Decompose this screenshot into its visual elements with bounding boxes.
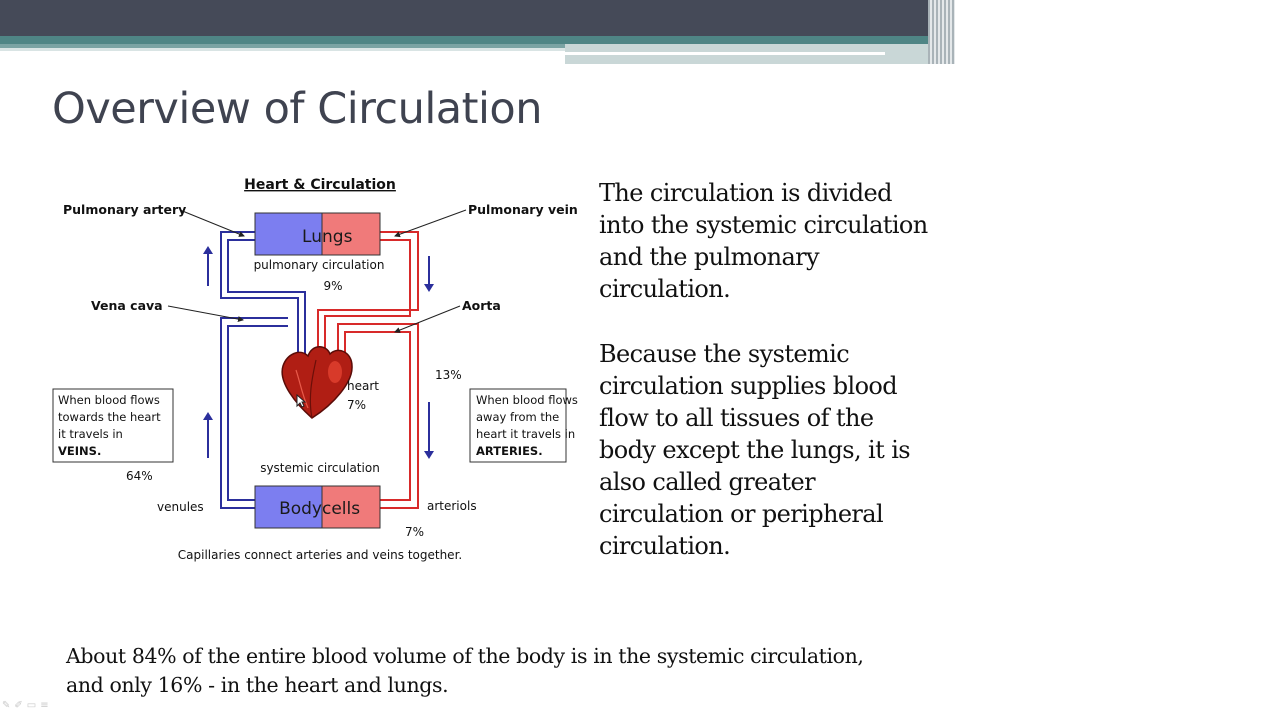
eraser-icon[interactable]: ▭ [26, 700, 41, 711]
blood-volume-line-2: and only 16% - in the heart and lungs. [66, 673, 449, 697]
highlighter-icon[interactable]: ✐ [14, 700, 27, 711]
arteries-percent: 13% [435, 368, 462, 382]
mouse-pointer-icon [296, 394, 306, 408]
header-bar [0, 0, 955, 36]
heart-label: heart [347, 379, 379, 393]
arteries-info-box [469, 388, 567, 463]
lungs-box-right [321, 212, 381, 256]
pulmonary-vein-label: Pulmonary vein [468, 202, 578, 217]
pen-icon[interactable]: ✎ [2, 700, 15, 711]
circulation-diagram: Heart & Circulation Lu ngs Body cells [50, 168, 590, 568]
body-label-left: Body [279, 499, 322, 519]
veins-info-line: When blood flows [58, 393, 160, 407]
header-accent-stripe [0, 48, 565, 51]
diagram-title: Heart & Circulation [244, 177, 396, 193]
pulmonary-circulation-label: pulmonary circulation [254, 258, 385, 272]
veins-info-line: VEINS. [58, 444, 101, 458]
systemic-circulation-label: systemic circulation [260, 461, 380, 475]
aorta-label: Aorta [462, 298, 501, 313]
veins-info-line: it travels in [58, 427, 123, 441]
header-accent-line [565, 52, 885, 55]
header-accent-band [0, 36, 955, 44]
arteries-info-line: heart it travels in [476, 427, 575, 441]
veins-info-line: towards the heart [58, 410, 161, 424]
heart-icon [281, 346, 353, 419]
down-arrow-icon [424, 451, 434, 459]
menu-icon[interactable]: ≡ [40, 700, 53, 711]
arteries-info-line: When blood flows [476, 393, 578, 407]
header-edge-texture [928, 0, 955, 64]
lungs-label-right: ngs [322, 227, 353, 247]
capillaries-caption: Capillaries connect arteries and veins t… [178, 548, 462, 562]
label-pointers [167, 209, 467, 333]
paragraph-systemic: Because the systemic circulation supplie… [599, 340, 911, 560]
arteriols-label: arteriols [427, 499, 477, 513]
lungs-box-left [254, 212, 323, 256]
blood-volume-note: About 84% of the entire blood volume of … [66, 642, 946, 700]
circulation-diagram-svg: Heart & Circulation Lu ngs Body cells [52, 177, 578, 562]
venules-label: venules [157, 500, 204, 514]
up-arrow-icon [203, 246, 213, 254]
header-accent-band-light [0, 44, 565, 48]
lungs-label-left: Lu [302, 227, 322, 247]
arteries-info-line: away from the [476, 410, 559, 424]
slide-title: Overview of Circulation [52, 84, 543, 134]
pulmonary-artery-label: Pulmonary artery [63, 202, 186, 217]
down-arrow-icon [424, 284, 434, 292]
body-cells-box-right [321, 485, 381, 529]
arteries-info-line: ARTERIES. [476, 444, 543, 458]
capillaries-percent: 7% [405, 525, 424, 539]
veins-percent: 64% [126, 469, 153, 483]
blood-volume-line-1: About 84% of the entire blood volume of … [66, 644, 864, 668]
pulmonary-percent: 9% [323, 279, 342, 293]
flow-arrows [203, 246, 434, 459]
up-arrow-icon [203, 412, 213, 420]
venous-vessels [220, 231, 306, 509]
body-label-right: cells [322, 499, 360, 519]
paragraph-divisions: The circulation is divided into the syst… [599, 179, 928, 303]
vena-cava-label: Vena cava [91, 298, 163, 313]
presentation-tools[interactable]: ✎✐▭≡ [2, 700, 53, 711]
heart-percent: 7% [347, 398, 366, 412]
veins-info-box [52, 388, 174, 463]
